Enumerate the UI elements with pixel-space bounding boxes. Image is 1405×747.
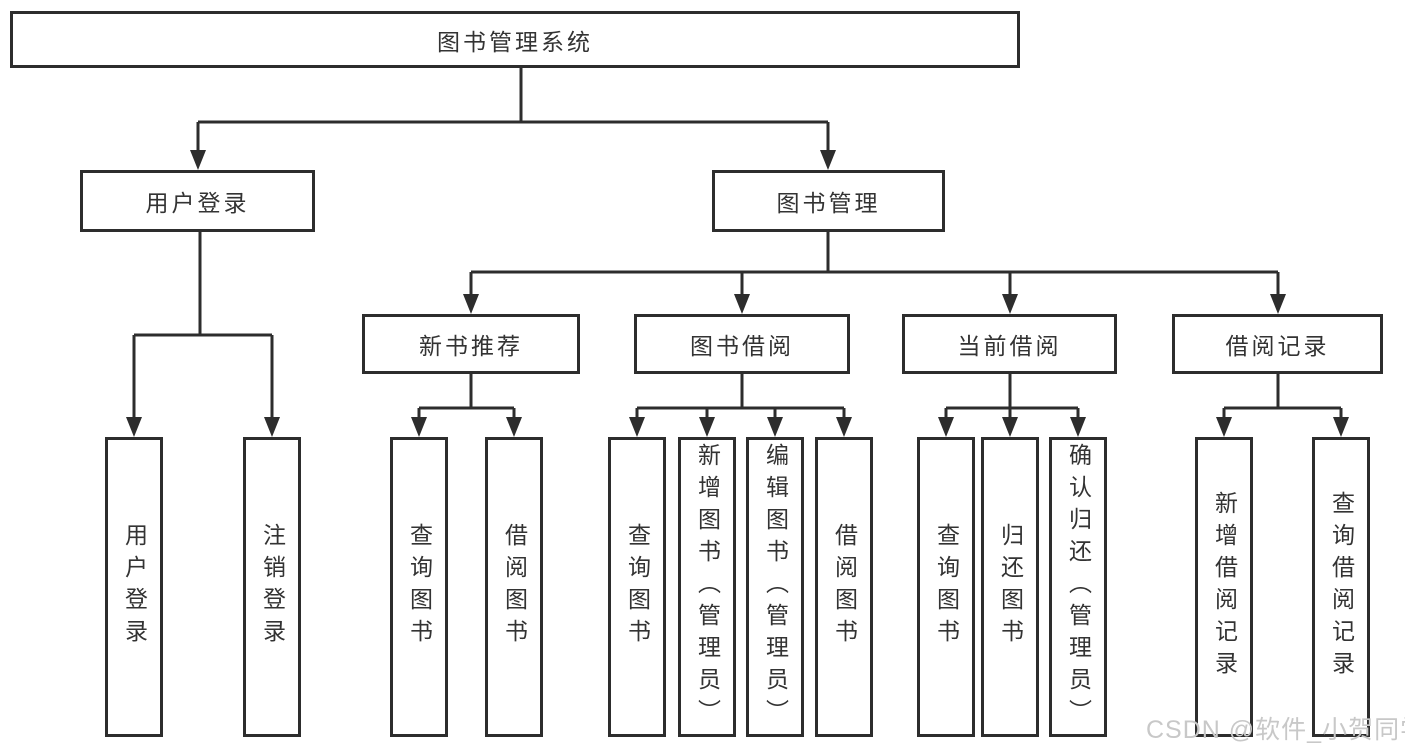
- node-book-borrowing: 图书借阅: [634, 314, 850, 374]
- leaf-borrow-books-borrowing: 借阅图书: [815, 437, 873, 737]
- leaf-add-borrow-record: 新增借阅记录: [1195, 437, 1253, 737]
- leaf-confirm-return-admin: 确认归还（管理员）: [1049, 437, 1107, 737]
- leaf-return-books: 归还图书: [981, 437, 1039, 737]
- leaf-edit-books-admin: 编辑图书（管理员）: [746, 437, 804, 737]
- leaf-query-books-recommend: 查询图书: [390, 437, 448, 737]
- leaf-user-login: 用户登录: [105, 437, 163, 737]
- leaf-query-books-borrowing: 查询图书: [608, 437, 666, 737]
- node-user-login: 用户登录: [80, 170, 315, 232]
- leaf-add-books-admin: 新增图书（管理员）: [678, 437, 736, 737]
- csdn-watermark: CSDN @软件_小贺同学: [1146, 716, 1405, 744]
- leaf-query-borrow-record: 查询借阅记录: [1312, 437, 1370, 737]
- leaf-query-books-current: 查询图书: [917, 437, 975, 737]
- node-library-system: 图书管理系统: [10, 11, 1020, 68]
- leaf-borrow-books-recommend: 借阅图书: [485, 437, 543, 737]
- node-borrowing-records: 借阅记录: [1172, 314, 1383, 374]
- node-new-book-recommendation: 新书推荐: [362, 314, 580, 374]
- leaf-logout: 注销登录: [243, 437, 301, 737]
- node-current-borrowing: 当前借阅: [902, 314, 1117, 374]
- node-book-management: 图书管理: [712, 170, 945, 232]
